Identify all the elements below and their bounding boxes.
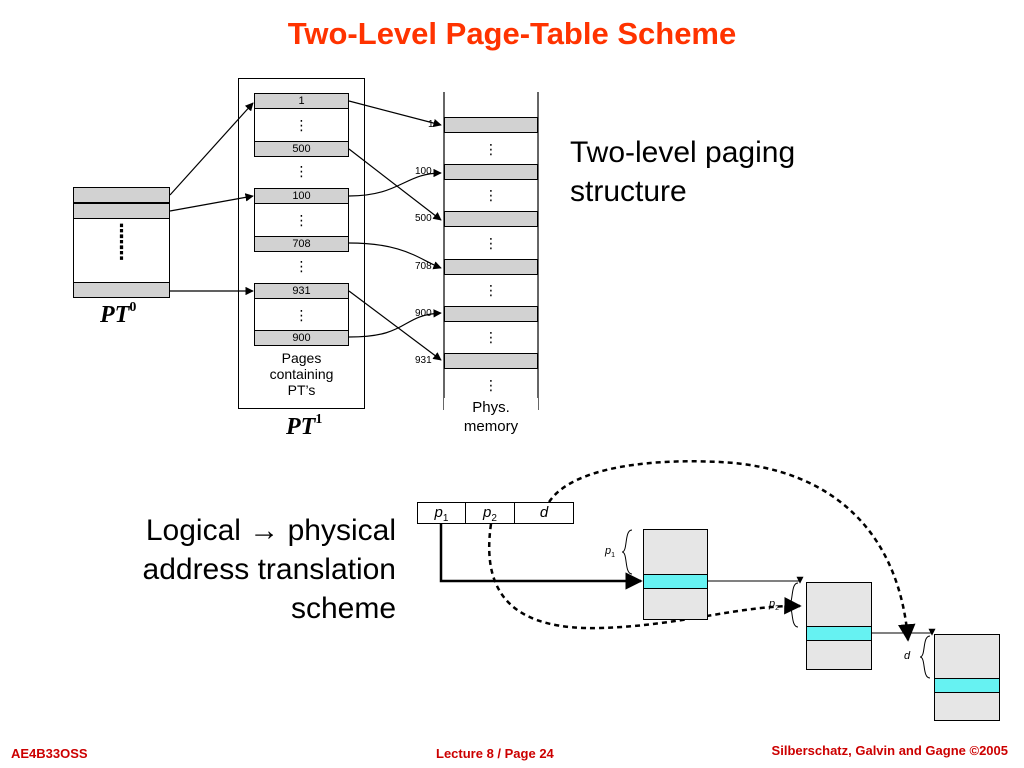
phys-label-931: 931 — [415, 355, 432, 366]
pt1-gap-dots-1: ⋮ — [294, 163, 309, 179]
pt1-page-3-dots: ⋮ — [294, 307, 309, 323]
phys-label-500: 500 — [415, 213, 432, 224]
address-field-p1: p1 — [417, 502, 466, 524]
arrow-entry900-to-mem — [348, 309, 442, 338]
outer-page-table — [643, 529, 708, 620]
footer-course: AE4B33OSS — [11, 746, 88, 761]
bottom-caption-line-3: scheme — [290, 592, 396, 625]
bottom-caption-line-1: Logical → physical — [145, 514, 396, 547]
top-caption: Two-level paging structure — [570, 133, 795, 211]
pt1-entry-1: 1 — [254, 93, 349, 109]
footer-copyright: Silberschatz, Galvin and Gagne ©2005 — [771, 743, 1008, 758]
pt1-frame — [238, 78, 365, 409]
phys-dots-1: ⋮ — [484, 141, 498, 157]
dashed-d-to-page — [543, 460, 916, 642]
pt1-entry-931: 931 — [254, 283, 349, 299]
pt0-entry-1 — [73, 187, 170, 203]
phys-dots-2: ⋮ — [484, 187, 498, 203]
phys-frame-708 — [444, 259, 538, 275]
footer-page: Lecture 8 / Page 24 — [436, 746, 554, 761]
arrow-inner-to-page — [872, 628, 936, 636]
phys-label-900: 900 — [415, 308, 432, 319]
phys-caption: Phys. memory — [444, 398, 538, 436]
top-caption-line-1: Two-level paging — [570, 136, 796, 169]
phys-dots-3: ⋮ — [484, 235, 498, 251]
pt1-gap-dots-2: ⋮ — [294, 258, 309, 274]
pt0-label: PT0 — [100, 300, 137, 328]
inner-page-table-entry — [806, 626, 872, 641]
pt1-caption: Pages containing PT’s — [269, 350, 334, 398]
arrow-entry708-to-mem — [348, 242, 442, 270]
pt0-table: ⋮⋮⋮ — [73, 187, 170, 298]
pt1-entry-100: 100 — [254, 188, 349, 204]
arrow-entry100-to-mem — [348, 168, 442, 197]
outer-page-table-entry — [643, 574, 708, 589]
phys-frame-500 — [444, 211, 538, 227]
address-field-d: d — [514, 502, 574, 524]
pt1-page-2-dots: ⋮ — [294, 212, 309, 228]
phys-label-100: 100 — [415, 166, 432, 177]
phys-dots-5: ⋮ — [484, 329, 498, 345]
pt1-page-2: 100 ⋮ 708 — [254, 188, 349, 252]
pt0-ellipsis: ⋮⋮⋮ — [112, 221, 131, 263]
phys-frame-931 — [444, 353, 538, 369]
top-caption-line-2: structure — [570, 175, 687, 208]
pt1-entry-500: 500 — [254, 141, 349, 157]
phys-label-1: 1 — [428, 119, 434, 130]
pt1-page-1-dots: ⋮ — [294, 117, 309, 133]
phys-frame-100 — [444, 164, 538, 180]
arrow-pt0-to-page100 — [169, 193, 254, 212]
brace-p2 — [787, 582, 799, 628]
pt1-label: PT1 — [286, 412, 323, 440]
memory-page — [934, 634, 1000, 721]
slide-title: Two-Level Page-Table Scheme — [287, 16, 737, 51]
brace-label-p2: p2 — [769, 598, 780, 613]
arrow-outer-to-inner — [708, 576, 804, 584]
brace-label-p1: p1 — [605, 545, 616, 560]
pt0-entry-2 — [73, 203, 170, 219]
phys-label-708: 708 — [415, 261, 432, 272]
inner-page-table — [806, 582, 872, 670]
bottom-caption: Logical → physical address translation s… — [60, 511, 396, 628]
phys-frame-1 — [444, 117, 538, 133]
brace-label-d: d — [904, 650, 911, 662]
phys-frame-900 — [444, 306, 538, 322]
brace-p1 — [621, 529, 633, 575]
arrow-p1-to-outer — [439, 524, 643, 590]
bottom-caption-line-2: address translation — [142, 553, 396, 586]
pt1-page-3: 931 ⋮ 900 — [254, 283, 349, 346]
pt1-entry-900: 900 — [254, 330, 349, 346]
memory-page-word — [934, 678, 1000, 693]
arrow-pt0-to-page1 — [169, 102, 254, 196]
dashed-p2-to-inner — [488, 523, 802, 630]
pt1-page-1: 1 ⋮ 500 — [254, 93, 349, 157]
address-field-p2: p2 — [465, 502, 515, 524]
phys-dots-6: ⋮ — [484, 377, 498, 393]
brace-d — [919, 635, 931, 679]
phys-dots-4: ⋮ — [484, 282, 498, 298]
pt1-entry-708: 708 — [254, 236, 349, 252]
pt0-entry-last — [73, 282, 170, 298]
